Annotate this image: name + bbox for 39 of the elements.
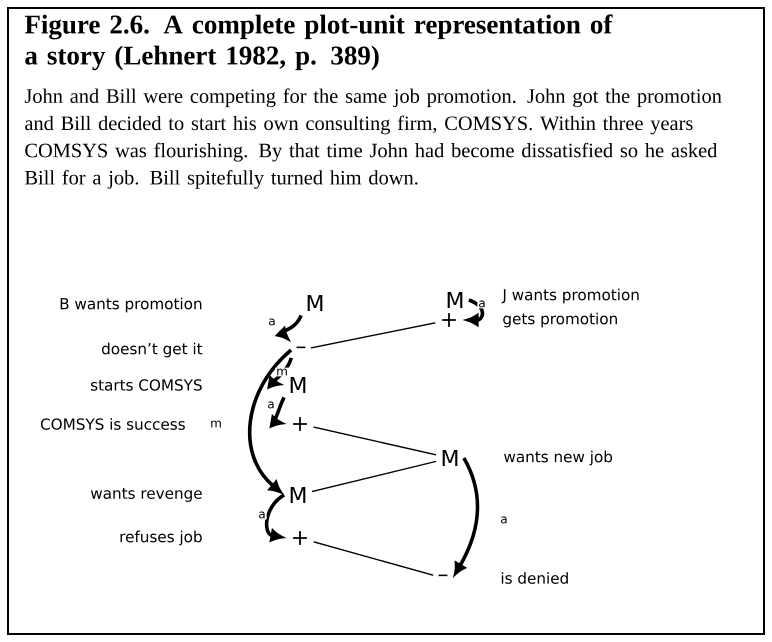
event-label: refuses job: [120, 530, 202, 546]
edge-label: a: [266, 400, 276, 410]
state-symbol: M: [308, 294, 322, 312]
connecting-line: [313, 541, 434, 576]
event-label: B wants promotion: [60, 298, 202, 312]
event-label: gets promotion: [503, 312, 617, 328]
arrow: [276, 314, 303, 340]
arrow: [264, 494, 286, 542]
state-symbol: –: [438, 574, 448, 576]
story-paragraph: John and Bill were competing for the same job promotion. John got the promotion and Bill decided to start his own consulting firm, COMSYS. Within three years COMSYS was flourishing. By that time John had become dissatisfied so he asked Bill for a job. Bill spitefully turned him down.: [24, 88, 722, 189]
state-symbol: +: [293, 417, 307, 431]
edge-label: m: [209, 420, 223, 428]
state-symbol: M: [442, 450, 458, 466]
connecting-line: [312, 460, 436, 492]
state-symbol: –: [296, 346, 306, 348]
connecting-line: [310, 322, 436, 349]
state-symbol: +: [442, 313, 456, 327]
event-label: wants revenge: [90, 488, 202, 502]
edge-label: a: [257, 510, 267, 520]
event-label: COMSYS is success: [40, 418, 185, 430]
event-label: starts COMSYS: [91, 379, 202, 391]
arrow: [270, 396, 286, 428]
arrow: [248, 348, 292, 494]
arrow: [454, 457, 480, 575]
state-symbol: M: [290, 376, 306, 394]
event-label: is denied: [502, 572, 568, 584]
state-symbol: M: [290, 486, 306, 503]
figure-title: Figure 2.6. A complete plot-unit representation of a story (Lehnert 1982, p. 389): [24, 14, 613, 70]
edge-label: a: [499, 516, 509, 524]
event-label: doesn’t get it: [102, 342, 202, 358]
connecting-line: [313, 426, 436, 456]
state-symbol: +: [293, 531, 307, 545]
edge-label: m: [275, 368, 289, 376]
event-label: J wants promotion: [502, 288, 639, 304]
arrow: [268, 357, 293, 388]
edge-label: a: [477, 300, 487, 308]
state-symbol: M: [448, 292, 462, 308]
event-label: wants new job: [504, 450, 612, 466]
edge-label: a: [267, 318, 277, 326]
